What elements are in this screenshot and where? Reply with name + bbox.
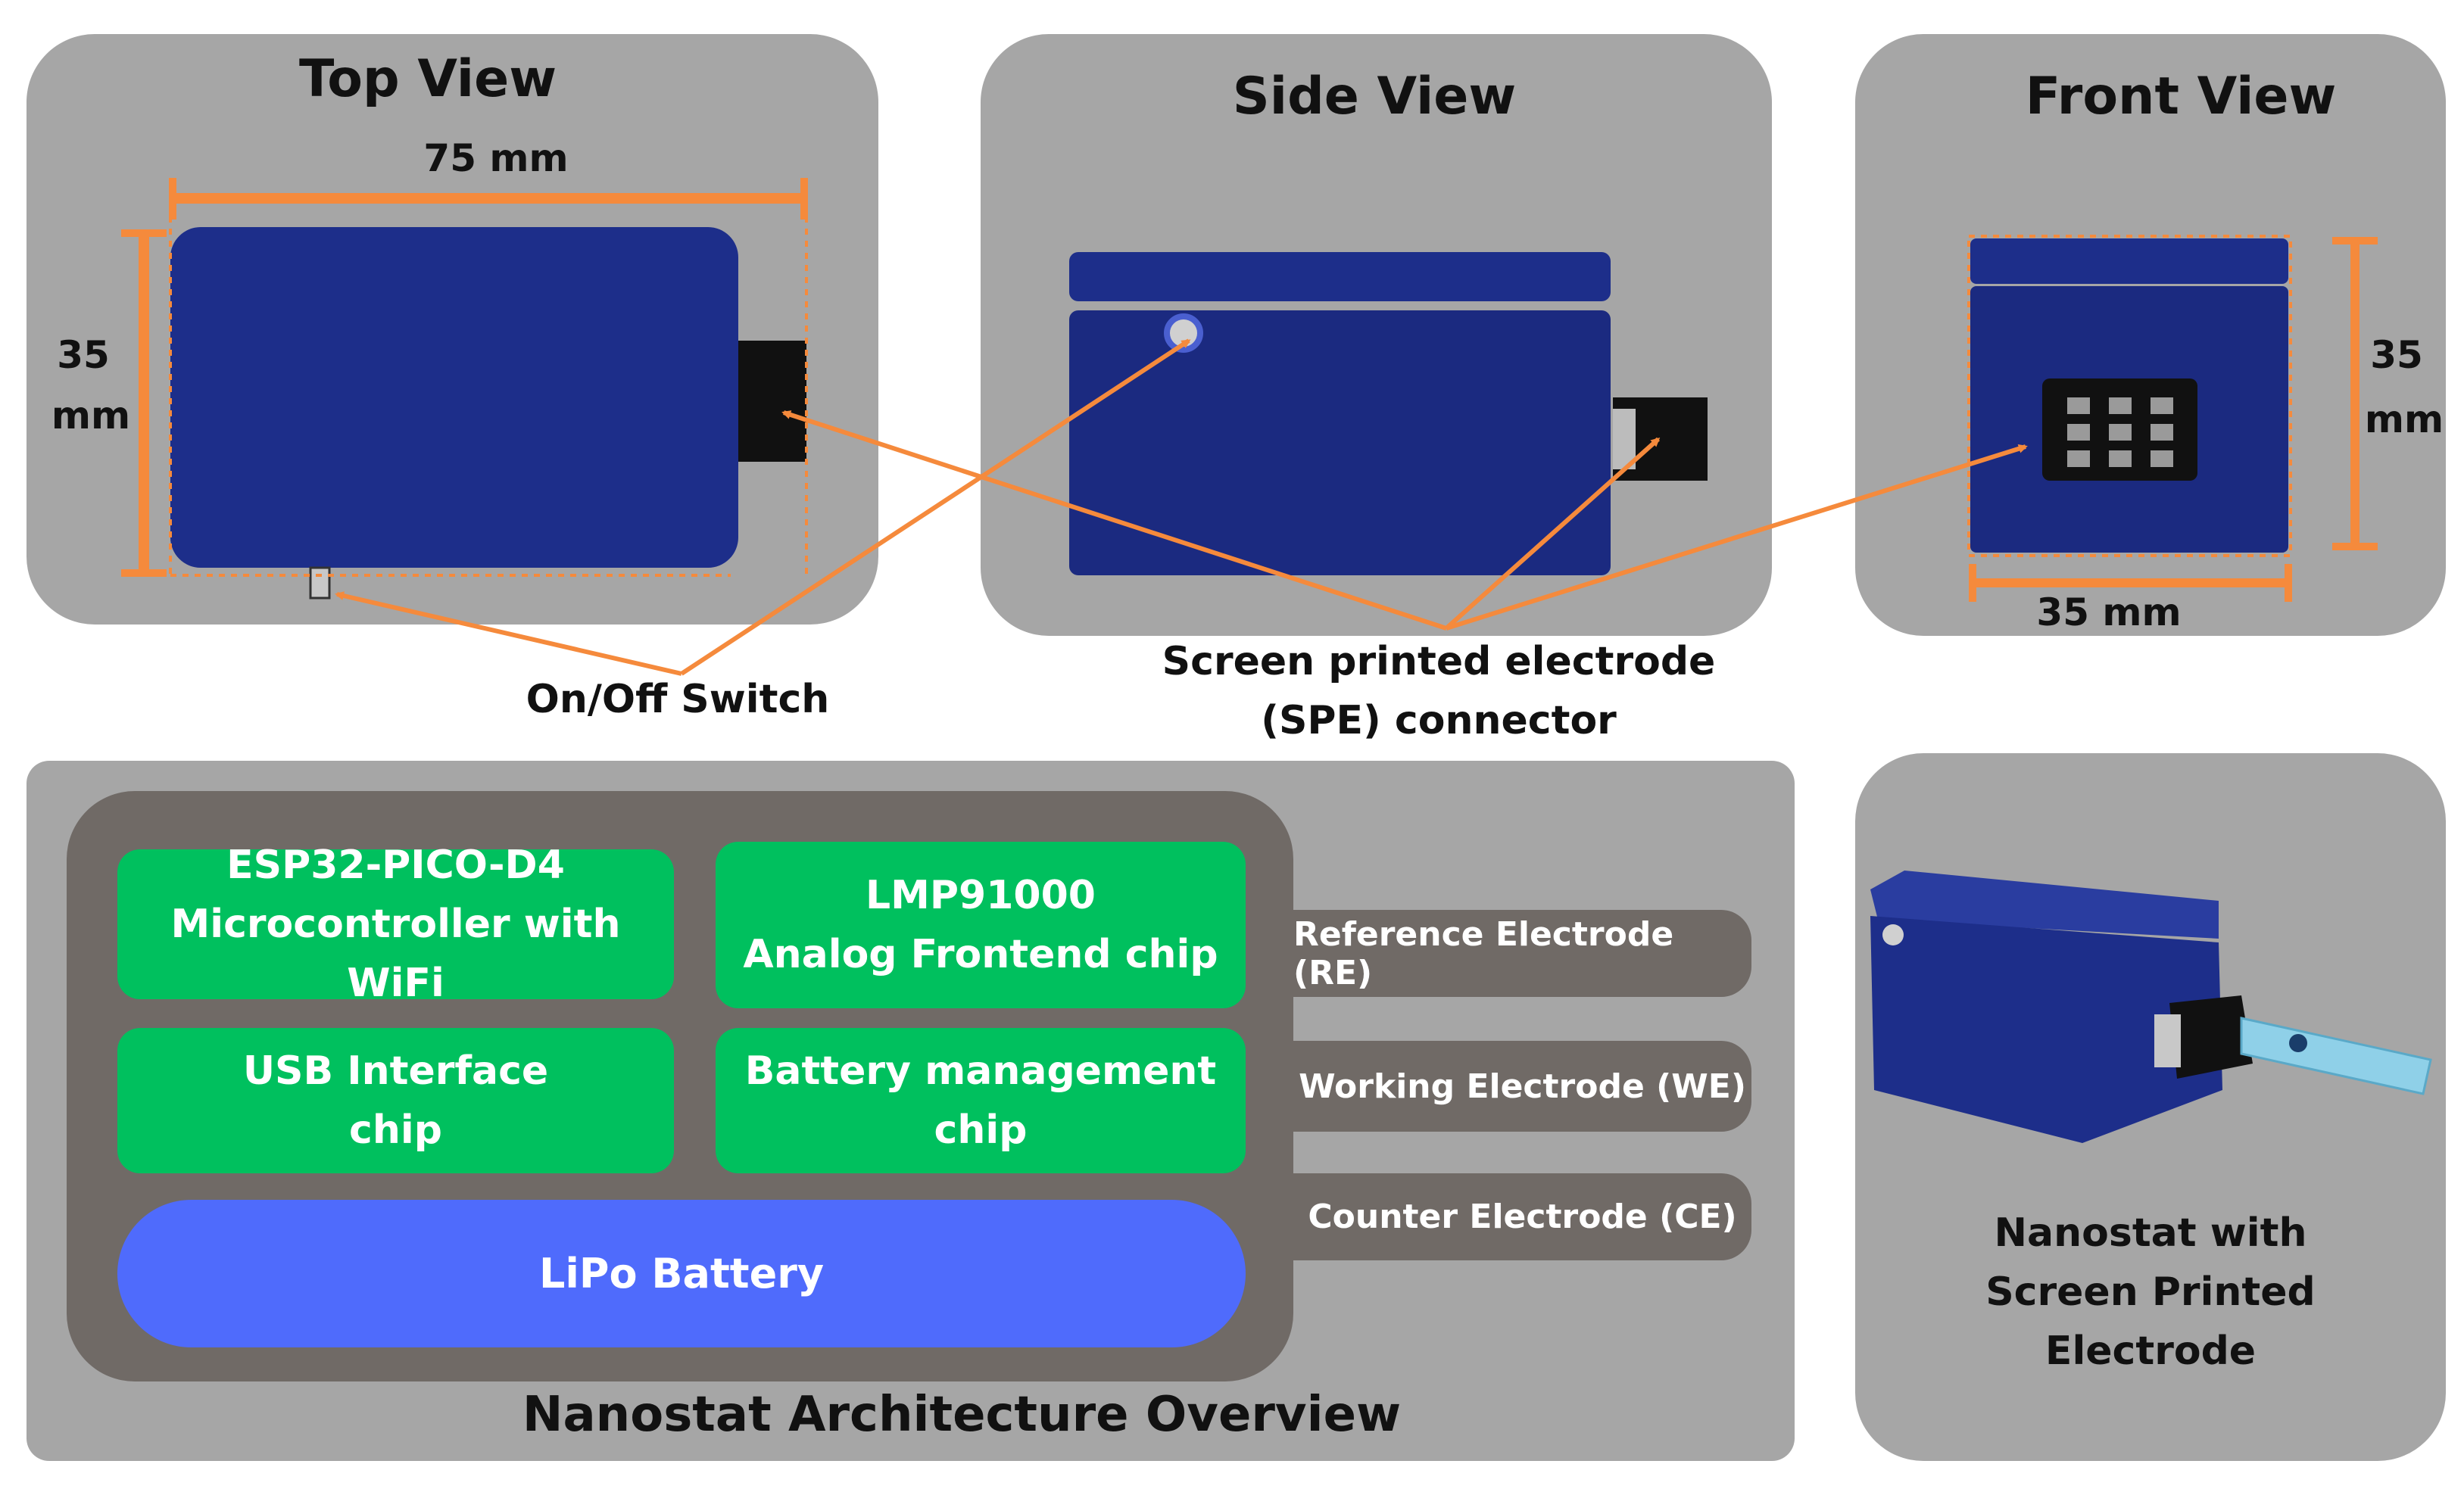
spe-callout-label-line1: Screen printed electrode [1162, 639, 1716, 684]
chip-lmp91000-line1: LMP91000 [866, 873, 1096, 918]
chip-battery-management: Battery management chip [716, 1028, 1246, 1173]
front-device-lid [1970, 238, 2288, 284]
side-switch [1164, 313, 1203, 353]
top-width-label: 75 mm [423, 136, 569, 180]
chip-esp32-line2: Microcontroller with WiFi [170, 902, 621, 1006]
architecture-title: Nanostat Architecture Overview [522, 1387, 1402, 1443]
spe-callout-label-line2: (SPE) connector [1261, 698, 1617, 743]
switch-arrow-side [680, 338, 1191, 676]
electrode-working-label: Working Electrode (WE) [1299, 1067, 1746, 1106]
electrode-reference: Reference Electrode (RE) [1293, 910, 1751, 997]
top-view-title: Top View [298, 49, 557, 109]
front-view-dimensions [1967, 235, 2378, 602]
top-spe-connector [738, 341, 806, 462]
front-height-label-unit: mm [2364, 397, 2444, 441]
switch-arrow-top [335, 591, 682, 676]
lipo-battery: LiPo Battery [117, 1200, 1246, 1347]
front-view-title: Front View [2025, 67, 2337, 126]
side-device-lid [1069, 252, 1611, 301]
side-view-device [1069, 252, 1708, 575]
top-view-dimensions [121, 178, 808, 577]
switch-callout-label: On/Off Switch [526, 677, 830, 722]
spe-arrow-top [781, 410, 1447, 631]
top-height-label-number: 35 [57, 333, 110, 377]
nanostat-photo [1870, 871, 2432, 1143]
top-height-label-unit: mm [51, 394, 131, 438]
callout-arrows [335, 338, 2028, 676]
on-off-switch [309, 566, 331, 600]
chip-usb-line2: chip [349, 1107, 442, 1153]
side-device-body [1069, 310, 1611, 575]
electrode-counter-label: Counter Electrode (CE) [1308, 1198, 1737, 1236]
photo-caption-line3: Electrode [2044, 1328, 2257, 1374]
top-device-body [170, 227, 738, 568]
spe-strip [2240, 1017, 2432, 1095]
electrode-working: Working Electrode (WE) [1293, 1041, 1751, 1132]
front-view-device [1970, 238, 2288, 553]
photo-switch [1882, 924, 1904, 945]
chip-esp32-line1: ESP32-PICO-D4 [226, 843, 565, 888]
chip-usb-line1: USB Interface [242, 1048, 549, 1094]
front-width-label: 35 mm [2036, 590, 2182, 634]
photo-caption-line2: Screen Printed [1985, 1269, 2316, 1315]
top-view-device [170, 227, 806, 600]
chip-usb-interface: USB Interface chip [117, 1028, 674, 1173]
chip-battery-mgmt-line2: chip [934, 1107, 1028, 1153]
photo-caption-line1: Nanostat with [1994, 1210, 2307, 1256]
spe-arrow-front [1446, 444, 2028, 631]
front-height-label-number: 35 [2370, 333, 2423, 377]
chip-battery-mgmt-line1: Battery management [744, 1048, 1217, 1094]
electrode-reference-label: Reference Electrode (RE) [1293, 914, 1674, 992]
lipo-battery-label: LiPo Battery [538, 1250, 825, 1297]
spe-arrow-side [1445, 437, 1661, 631]
side-view-title: Side View [1232, 67, 1517, 126]
chip-lmp91000-line2: Analog Frontend chip [743, 932, 1218, 977]
electrode-counter: Counter Electrode (CE) [1293, 1173, 1751, 1260]
